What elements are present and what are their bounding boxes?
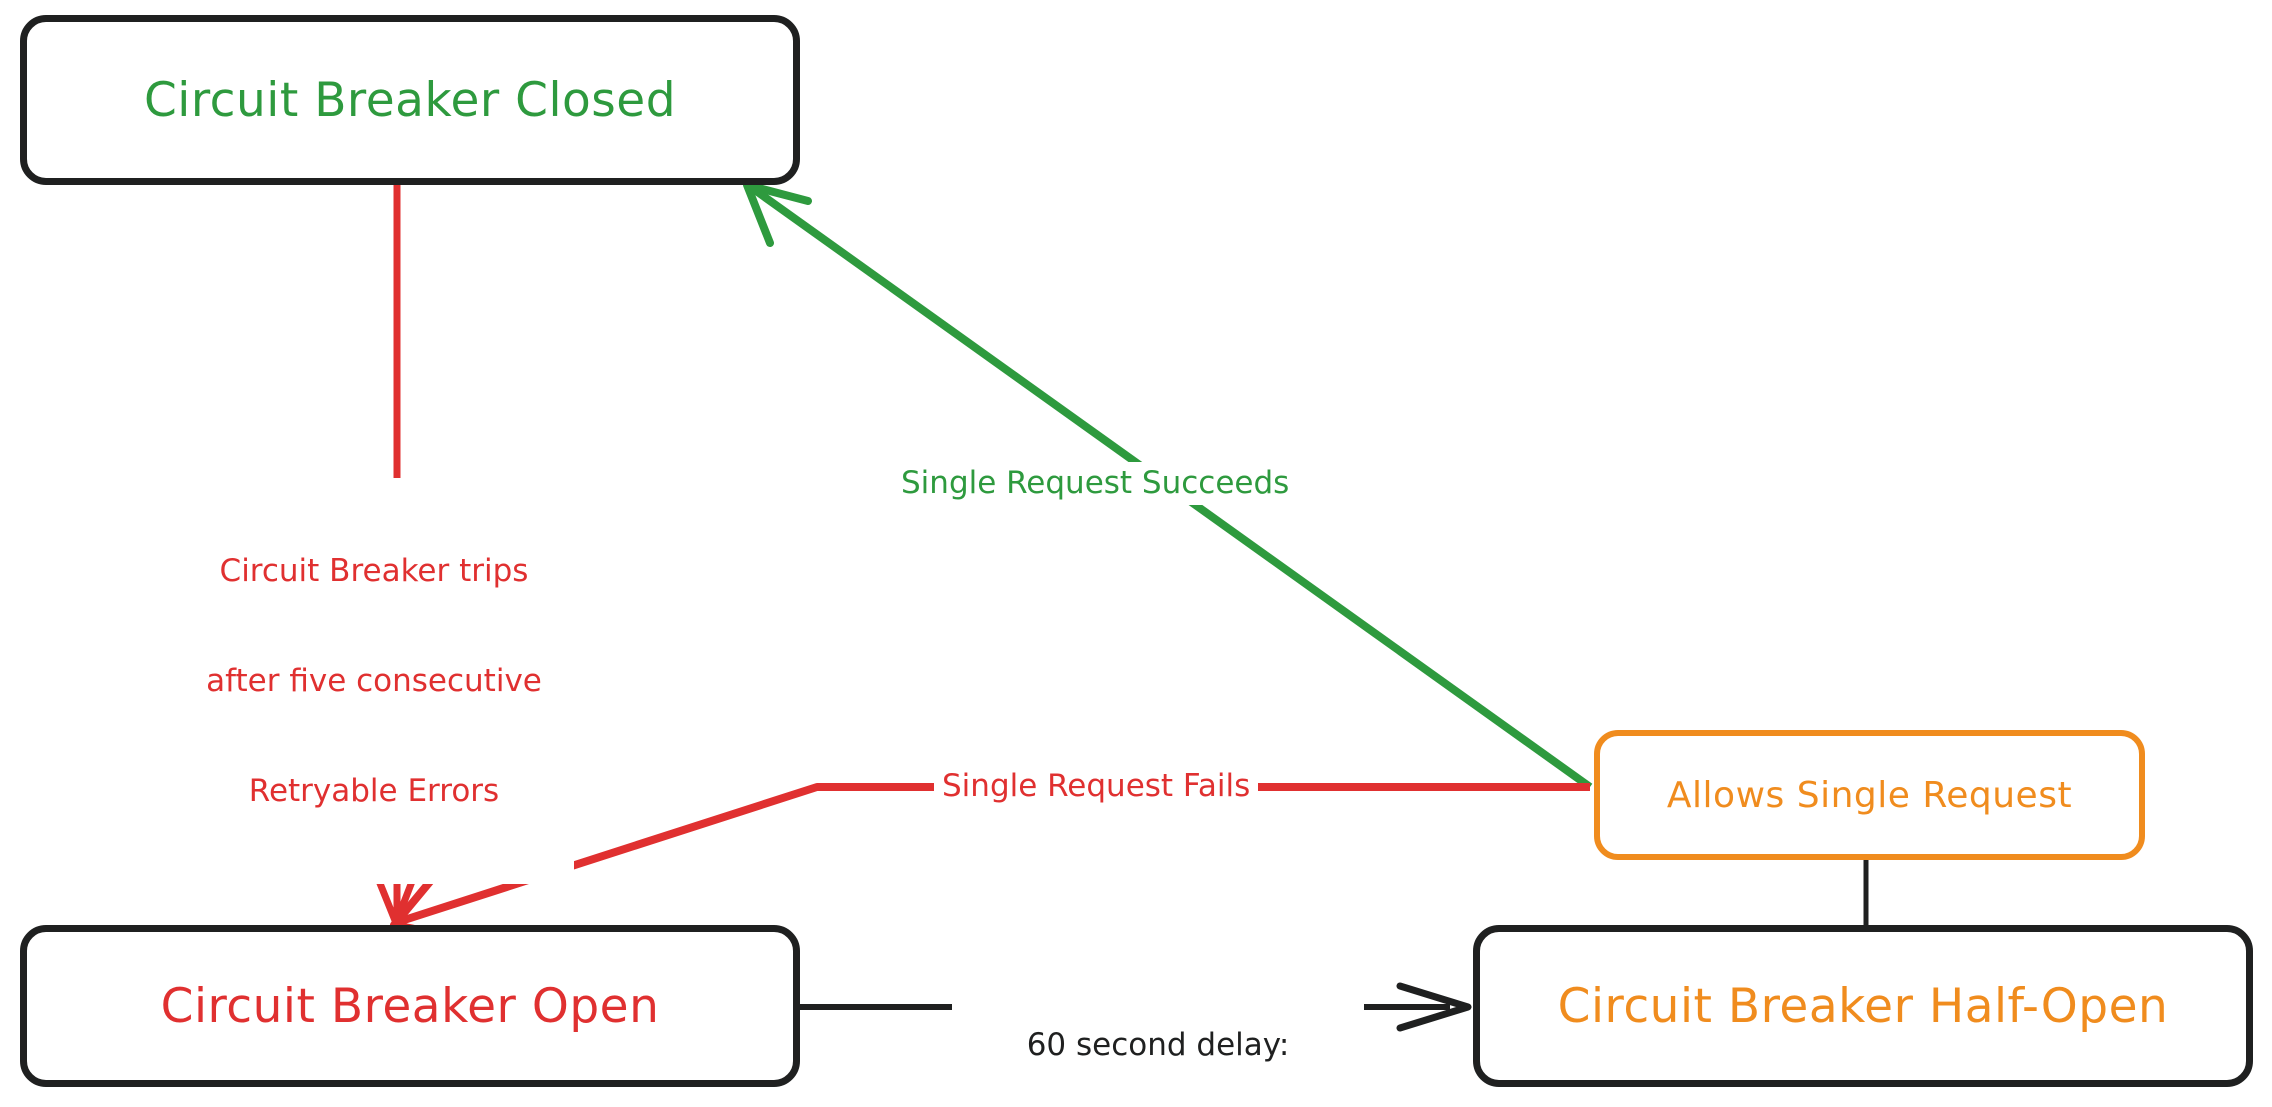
node-circuit-breaker-half-open[interactable]: Circuit Breaker Half-Open bbox=[1473, 925, 2253, 1087]
node-halfopen-label: Circuit Breaker Half-Open bbox=[1557, 978, 2169, 1034]
node-allows-label: Allows Single Request bbox=[1666, 774, 2073, 816]
node-closed-label: Circuit Breaker Closed bbox=[143, 72, 677, 128]
node-circuit-breaker-closed[interactable]: Circuit Breaker Closed bbox=[20, 15, 800, 185]
node-allows-single-request[interactable]: Allows Single Request bbox=[1594, 730, 2145, 860]
edge-label-circuit-breaker-trips: Circuit Breaker trips after five consecu… bbox=[174, 478, 574, 885]
edge-label-trips-line-3: Retryable Errors bbox=[248, 772, 500, 809]
edge-label-trips-line-1: Circuit Breaker trips bbox=[219, 553, 529, 590]
node-circuit-breaker-open[interactable]: Circuit Breaker Open bbox=[20, 925, 800, 1087]
node-open-label: Circuit Breaker Open bbox=[160, 978, 660, 1034]
edge-label-single-request-fails: Single Request Fails bbox=[934, 765, 1259, 808]
edge-label-trips-line-2: after five consecutive bbox=[206, 662, 542, 699]
edge-label-single-request-succeeds: Single Request Succeeds bbox=[893, 462, 1298, 505]
edge-label-sixty-second-delay: 60 second delay: No requests allowed bbox=[952, 952, 1364, 1107]
edge-label-delay-line-1: 60 second delay: bbox=[1026, 1027, 1290, 1064]
